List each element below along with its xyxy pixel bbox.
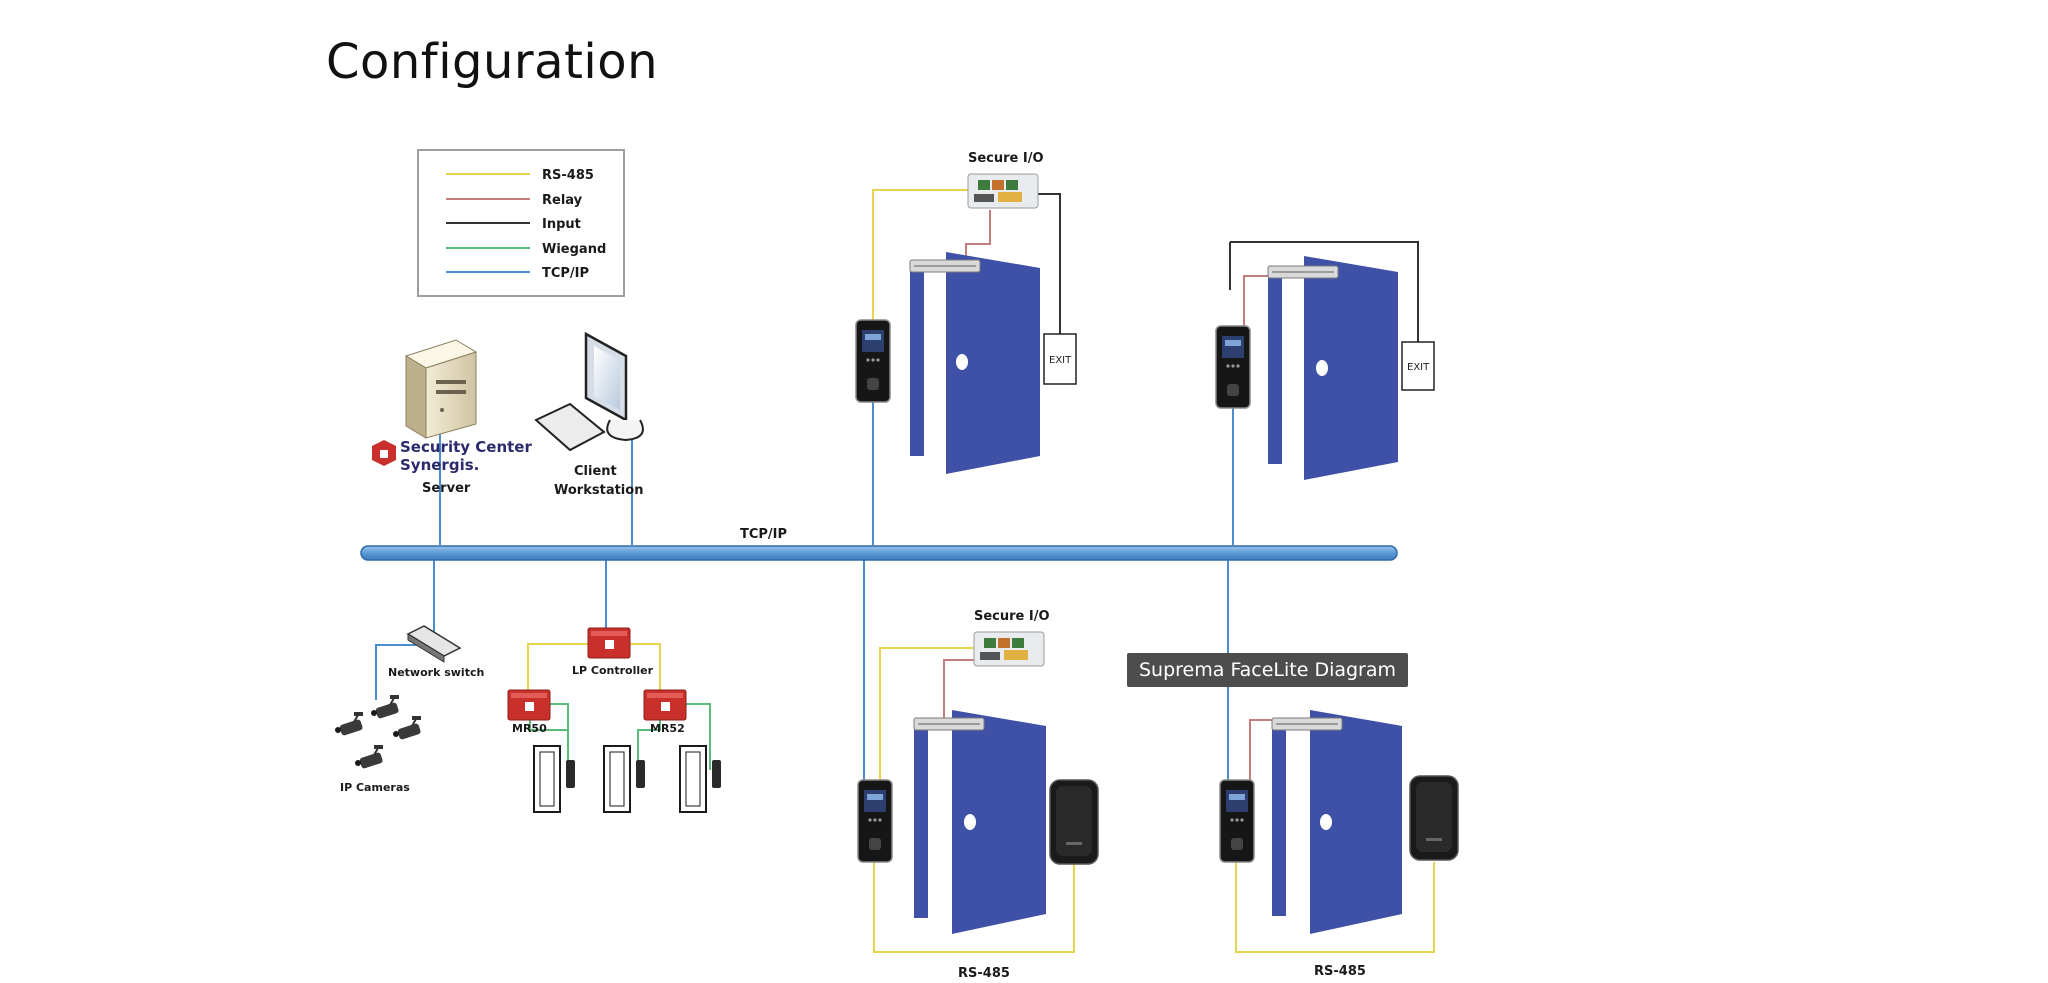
svg-text:EXIT: EXIT bbox=[1049, 355, 1072, 366]
legend-item-relay: Relay bbox=[446, 193, 583, 208]
svg-text:Relay: Relay bbox=[542, 193, 583, 208]
mr50-icon bbox=[507, 689, 551, 721]
tcpip-bus: TCP/IP bbox=[360, 527, 1398, 561]
client-label-line1: Client bbox=[574, 464, 617, 479]
ip-cameras-icon bbox=[334, 694, 423, 771]
door-4-wiring bbox=[1235, 719, 1435, 953]
workstation-icon bbox=[534, 331, 644, 452]
legend: RS-485 Relay Input Wiegand TCP/IP bbox=[417, 149, 625, 297]
door-1-wiring bbox=[872, 189, 1061, 334]
svg-text:TCP/IP: TCP/IP bbox=[542, 266, 589, 281]
image-title-tooltip: Suprema FaceLite Diagram bbox=[1127, 653, 1409, 687]
secure-io-top-icon bbox=[967, 173, 1039, 209]
door-4 bbox=[1272, 710, 1402, 934]
secure-io-bottom-label: Secure I/O bbox=[974, 609, 1050, 624]
lp-doors bbox=[533, 745, 722, 813]
lp-wiring bbox=[527, 643, 711, 770]
lp-controller-label: LP Controller bbox=[572, 664, 654, 677]
svg-text:RS-485: RS-485 bbox=[542, 168, 594, 183]
door-3-wiring bbox=[873, 647, 1075, 953]
facelite-terminal-1 bbox=[855, 319, 891, 403]
mr52-icon bbox=[643, 689, 687, 721]
client-label-line2: Workstation bbox=[554, 483, 643, 498]
exit-button-1: EXIT bbox=[1043, 333, 1077, 385]
card-reader-2 bbox=[1409, 775, 1459, 861]
rs485-label-right: RS-485 bbox=[1314, 964, 1366, 979]
door-2 bbox=[1268, 256, 1398, 480]
maglock-1 bbox=[909, 259, 981, 273]
legend-item-rs485: RS-485 bbox=[446, 168, 594, 183]
bus-label: TCP/IP bbox=[740, 527, 787, 542]
network-switch-label: Network switch bbox=[388, 666, 484, 679]
card-reader-1 bbox=[1049, 779, 1099, 865]
security-center-logo: Security Center Synergis. bbox=[372, 438, 532, 474]
facelite-terminal-2 bbox=[1215, 325, 1251, 409]
lp-controller-icon bbox=[587, 627, 631, 659]
door-1 bbox=[910, 252, 1040, 474]
exit-button-2: EXIT bbox=[1401, 341, 1435, 391]
server-icon bbox=[404, 339, 478, 439]
door-2-wiring bbox=[1229, 241, 1419, 344]
facelite-terminal-4 bbox=[1219, 779, 1255, 863]
rs485-label-left: RS-485 bbox=[958, 966, 1010, 981]
page-title: Configuration bbox=[326, 34, 659, 90]
mr52-label: MR52 bbox=[650, 722, 685, 735]
legend-item-wiegand: Wiegand bbox=[446, 242, 606, 257]
svg-text:Synergis.: Synergis. bbox=[400, 456, 479, 474]
maglock-2 bbox=[1267, 265, 1339, 279]
network-switch-icon bbox=[406, 625, 462, 663]
secure-io-top-label: Secure I/O bbox=[968, 151, 1044, 166]
maglock-4 bbox=[1271, 717, 1343, 731]
legend-item-tcpip: TCP/IP bbox=[446, 266, 589, 281]
tcpip-wires bbox=[375, 402, 1234, 780]
svg-text:EXIT: EXIT bbox=[1407, 362, 1430, 373]
svg-text:Security Center: Security Center bbox=[400, 438, 532, 456]
legend-item-input: Input bbox=[446, 217, 581, 232]
facelite-terminal-3 bbox=[857, 779, 893, 863]
server-label: Server bbox=[422, 481, 471, 496]
mr50-label: MR50 bbox=[512, 722, 547, 735]
svg-text:Wiegand: Wiegand bbox=[542, 242, 606, 257]
maglock-3 bbox=[913, 717, 985, 731]
door-3 bbox=[914, 710, 1046, 934]
ip-cameras-label: IP Cameras bbox=[340, 781, 410, 794]
svg-text:Input: Input bbox=[542, 217, 581, 232]
secure-io-bottom-icon bbox=[973, 631, 1045, 667]
